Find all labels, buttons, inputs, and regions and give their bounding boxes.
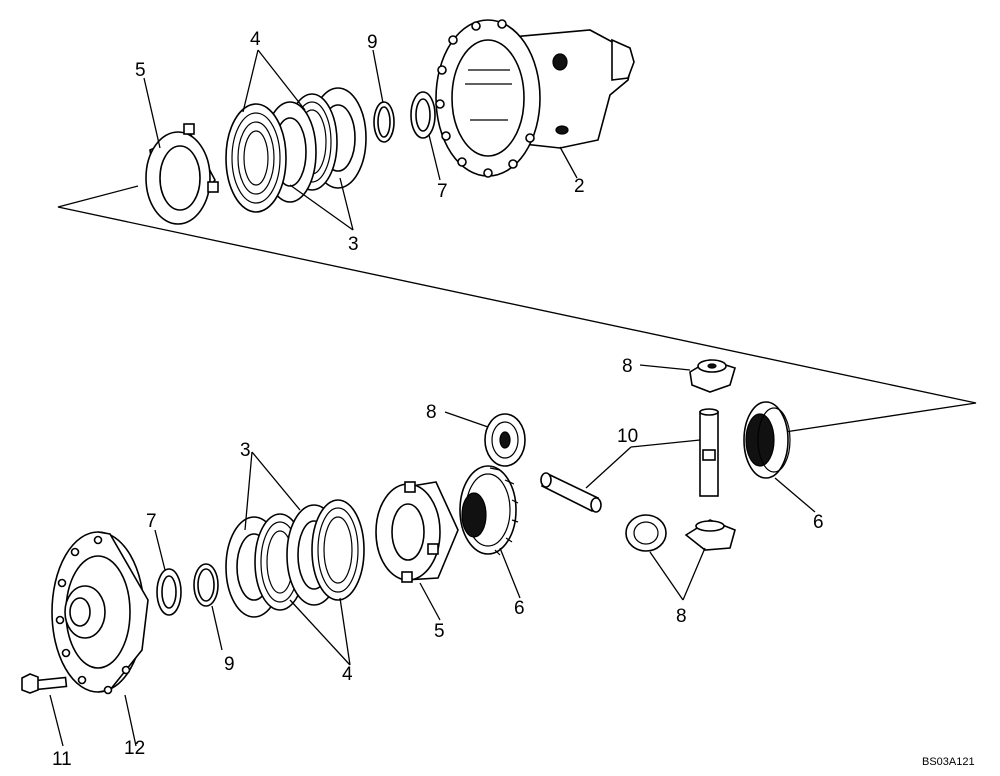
part-6-side-gear-center — [459, 465, 519, 556]
part-8-pinion-gear-top — [689, 359, 736, 393]
leader-lines-lower — [49, 364, 816, 747]
leader-lines-upper — [143, 49, 578, 231]
figure-reference-code: BS03A121 — [922, 756, 975, 768]
part-5-pressure-ring-lower — [375, 481, 459, 583]
callout-7-lower: 7 — [146, 511, 157, 532]
part-7-thrust-washer-upper — [410, 91, 436, 139]
callout-5-upper: 5 — [135, 60, 146, 81]
callout-3-upper: 3 — [348, 234, 359, 255]
part-8-pinion-gear-bottom-right — [684, 519, 736, 551]
callout-8-bottom: 8 — [676, 606, 687, 627]
part-9-snap-ring-upper — [373, 101, 395, 143]
callout-9-lower: 9 — [224, 654, 235, 675]
callout-9-upper: 9 — [367, 32, 378, 53]
assembly-axis-line — [57, 185, 977, 433]
callout-8-mid: 8 — [426, 402, 437, 423]
callout-4-upper: 4 — [250, 29, 261, 50]
part-7-thrust-washer-lower — [156, 568, 182, 616]
part-8-pinion-gear-bottom-left — [625, 514, 667, 552]
part-3-4-clutch-discs-lower — [225, 499, 365, 618]
callout-6-right: 6 — [813, 512, 824, 533]
callout-10: 10 — [617, 426, 638, 447]
part-10-vertical-pin — [699, 408, 719, 497]
flange-bolt-holes — [55, 535, 131, 695]
callout-2: 2 — [574, 176, 585, 197]
part-6-side-gear-right — [743, 401, 791, 479]
callout-6-center: 6 — [514, 598, 525, 619]
part-5-pressure-ring-upper — [145, 123, 219, 225]
part-12-flange-half — [51, 531, 149, 695]
part-8-pinion-gear-mid — [484, 413, 526, 467]
part-10-cross-shaft — [540, 472, 602, 513]
callout-7-upper: 7 — [437, 181, 448, 202]
callout-4-lower: 4 — [342, 664, 353, 685]
part-11-bolt — [21, 673, 68, 694]
callout-numbers: 5 4 9 7 2 3 8 8 10 3 7 6 6 8 5 9 4 11 12 — [52, 29, 824, 770]
callout-5-lower: 5 — [434, 621, 445, 642]
part-9-snap-ring-lower — [193, 563, 219, 607]
callout-12: 12 — [124, 738, 145, 759]
callout-8-top: 8 — [622, 356, 633, 377]
housing-bolt-holes — [435, 19, 535, 178]
part-2-differential-housing — [435, 19, 635, 178]
callout-3-lower: 3 — [240, 440, 251, 461]
part-3-4-clutch-discs-upper — [225, 87, 367, 213]
callout-11: 11 — [52, 749, 72, 770]
